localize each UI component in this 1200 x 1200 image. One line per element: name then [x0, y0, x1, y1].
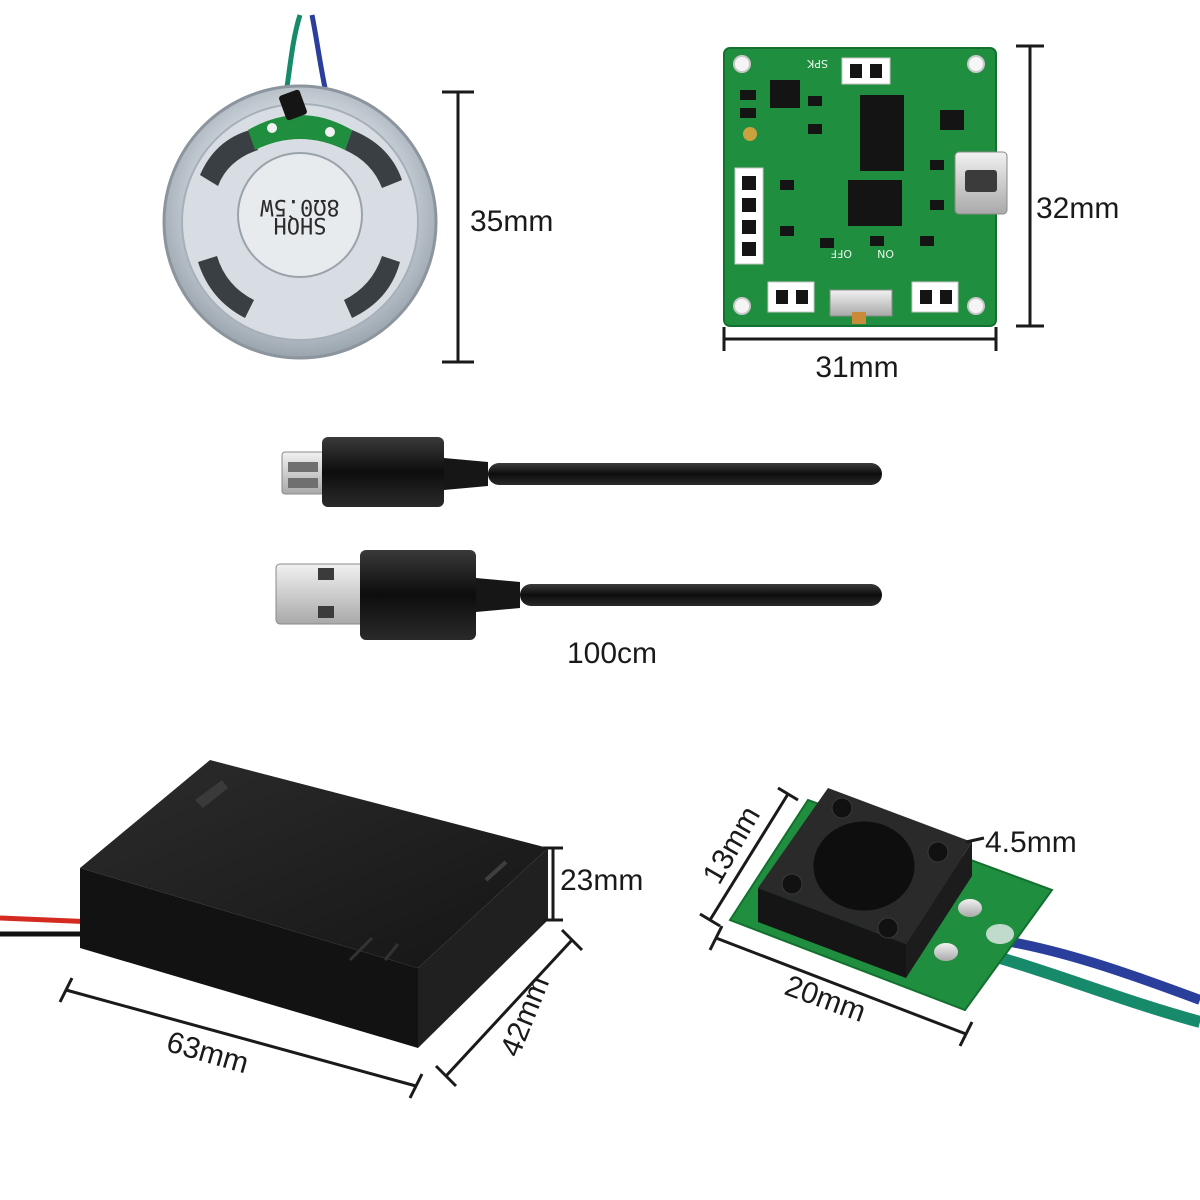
button-wire-green	[988, 949, 1200, 1028]
module-width-label: 31mm	[815, 351, 898, 384]
tactile-switch-cap	[810, 818, 918, 914]
button-width-label: 20mm	[780, 969, 870, 1029]
battery-height-label: 23mm	[560, 864, 643, 897]
speaker-diameter-dimension: 35mm	[442, 90, 553, 364]
cable-length-label: 100cm	[567, 637, 657, 670]
button-wire-blue	[999, 935, 1200, 1005]
battery-box	[0, 760, 548, 1048]
battery-width-label: 63mm	[163, 1026, 252, 1081]
battery-box-latch	[195, 780, 228, 808]
battery-height-dimension: 23mm	[543, 846, 643, 922]
pcb-chip-small	[770, 80, 800, 108]
speaker-vent	[198, 256, 254, 318]
cable-segment-top	[488, 463, 882, 485]
battery-box-side	[418, 848, 548, 1048]
cable-segment-bottom	[520, 584, 882, 606]
battery-box-lid	[80, 760, 548, 968]
micro-usb-housing	[322, 437, 444, 507]
speaker-vent	[345, 130, 402, 188]
pcb-chip-main	[860, 95, 904, 171]
speaker-vent	[200, 130, 258, 186]
usb-a-housing	[360, 550, 476, 640]
pcb-silk-off: OFF	[831, 247, 852, 260]
module-width-dimension: 31mm	[722, 327, 998, 384]
pcb-silk-on: ON	[877, 247, 894, 260]
speaker-marking-2: SHQH	[274, 212, 327, 237]
pcb-chip-memory	[848, 180, 902, 226]
module-height-label: 32mm	[1036, 192, 1119, 225]
sound-module-pcb: SPK OFF ON	[723, 47, 1008, 327]
pcb-silk-spk: SPK	[806, 57, 828, 70]
speaker-marking-1: 8Ω0.5W	[260, 194, 340, 219]
button-board	[728, 788, 1200, 1028]
speaker-magnet-cap	[237, 152, 363, 278]
button-cap-height-dimension: 4.5mm	[965, 826, 1077, 859]
usb-cable: 100cm	[275, 437, 882, 670]
module-height-dimension: 32mm	[1016, 44, 1119, 328]
speaker: 8Ω0.5W SHQH	[162, 14, 438, 360]
battery-depth-label: 42mm	[494, 972, 556, 1062]
speaker-vent	[344, 256, 400, 318]
button-cap-height-label: 4.5mm	[985, 826, 1077, 859]
pcb-slide-switch	[829, 289, 893, 317]
speaker-diameter-label: 35mm	[470, 205, 553, 238]
battery-box-front	[80, 868, 418, 1048]
